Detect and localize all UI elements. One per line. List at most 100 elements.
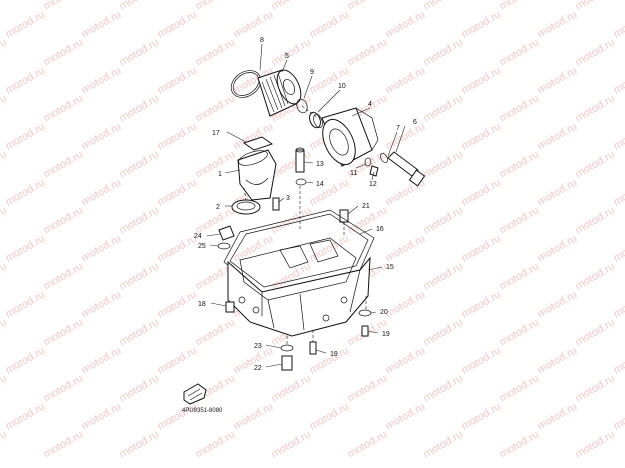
watermark-text: motod.ru (384, 64, 428, 96)
watermark-text: motod.ru (422, 204, 466, 236)
watermark-text: motod.ru (118, 260, 162, 292)
callout-9: 9 (310, 69, 314, 76)
watermark-text: motod.ru (4, 288, 48, 320)
watermark-text: motod.ru (536, 344, 580, 376)
callout-8: 8 (260, 37, 264, 44)
watermark-text: motod.ru (194, 316, 238, 348)
callout-2: 2 (216, 204, 220, 211)
o-ring-25 (217, 242, 231, 250)
watermark-text: motod.ru (308, 232, 352, 264)
watermark-text: motod.ru (612, 344, 625, 376)
callout-24: 24 (194, 233, 202, 240)
watermark-text: motod.ru (612, 288, 625, 320)
watermark-text: motod.ru (80, 8, 124, 40)
watermark-text: motod.ru (4, 120, 48, 152)
callout-14: 14 (316, 181, 324, 188)
watermark-text: motod.ru (80, 120, 124, 152)
watermark-text: motod.ru (4, 64, 48, 96)
callout-18: 18 (198, 301, 206, 308)
watermark-text: motod.ru (536, 8, 580, 40)
watermark-text: motod.ru (574, 316, 618, 348)
bolt-19a (361, 325, 369, 337)
watermark-text: motod.ru (574, 0, 618, 13)
watermark-text: motod.ru (536, 400, 580, 432)
spring-10b (313, 113, 323, 129)
watermark-text: motod.ru (612, 8, 625, 40)
watermark-text: motod.ru (0, 316, 9, 348)
watermark-text: motod.ru (42, 204, 86, 236)
watermark-text: motod.ru (0, 372, 9, 404)
watermark-text: motod.ru (460, 120, 504, 152)
leader-lines (206, 43, 406, 368)
watermark-text: motod.ru (42, 316, 86, 348)
watermark-text: motod.ru (574, 260, 618, 292)
watermark-text: motod.ru (156, 64, 200, 96)
oil-strainer-pipe (237, 149, 277, 201)
watermark-text: motod.ru (118, 372, 162, 404)
watermark-text: motod.ru (460, 8, 504, 40)
spring-10 (309, 111, 321, 129)
watermark-text: motod.ru (422, 428, 466, 460)
washer-20 (358, 309, 372, 317)
watermark-text: motod.ru (384, 400, 428, 432)
gasket-17 (242, 136, 274, 151)
watermark-text: motod.ru (498, 204, 542, 236)
watermark-text: motod.ru (574, 36, 618, 68)
watermark-text: motod.ru (422, 316, 466, 348)
callout-6: 6 (413, 119, 417, 126)
strainer-ring-2-inner (236, 201, 256, 211)
union-bolt (380, 151, 426, 187)
drain-bolt-22 (281, 355, 293, 371)
watermark-text: motod.ru (308, 176, 352, 208)
oil-pan (227, 237, 371, 337)
watermark-text: motod.ru (574, 204, 618, 236)
watermark-text: motod.ru (308, 64, 352, 96)
watermark-text: motod.ru (194, 92, 238, 124)
watermark-text: motod.ru (384, 8, 428, 40)
bolt-3 (272, 197, 280, 211)
watermark-text: motod.ru (232, 8, 276, 40)
callout-1: 1 (218, 171, 222, 178)
watermark-text: motod.ru (4, 8, 48, 40)
watermark-text: motod.ru (384, 288, 428, 320)
callout-5: 5 (285, 53, 289, 60)
watermark-text: motod.ru (498, 0, 542, 13)
watermark-text: motod.ru (156, 176, 200, 208)
watermark-text: motod.ru (574, 372, 618, 404)
watermark-text: motod.ru (422, 36, 466, 68)
o-ring-14 (295, 178, 307, 186)
watermark-text: motod.ru (346, 428, 390, 460)
watermark-text: motod.ru (422, 260, 466, 292)
watermark-text: motod.ru (612, 232, 625, 264)
watermark-text: motod.ru (460, 400, 504, 432)
dowel-21 (339, 209, 349, 223)
watermark-text: motod.ru (498, 428, 542, 460)
watermark-text: motod.ru (156, 400, 200, 432)
filter-cover (321, 107, 379, 167)
watermark-text: motod.ru (346, 0, 390, 13)
watermark-text: motod.ru (460, 344, 504, 376)
watermark-text: motod.ru (536, 120, 580, 152)
watermark-text: motod.ru (612, 64, 625, 96)
watermark-text: motod.ru (346, 372, 390, 404)
watermark-text: motod.ru (118, 0, 162, 13)
watermark-text: motod.ru (612, 176, 625, 208)
watermark-text: motod.ru (460, 176, 504, 208)
watermark-text: motod.ru (536, 232, 580, 264)
callout-19a: 19 (382, 331, 390, 338)
watermark-text: motod.ru (574, 92, 618, 124)
watermark-text: motod.ru (194, 0, 238, 13)
callout-13: 13 (316, 161, 324, 168)
callout-7: 7 (396, 125, 400, 132)
watermark-text: motod.ru (498, 372, 542, 404)
watermark-text: motod.ru (0, 36, 9, 68)
watermark-text: motod.ru (384, 120, 428, 152)
watermark-text: motod.ru (498, 92, 542, 124)
watermark-text: motod.ru (118, 92, 162, 124)
watermark-text: motod.ru (156, 288, 200, 320)
callout-19b: 19 (330, 351, 338, 358)
watermark-text: motod.ru (270, 36, 314, 68)
watermark-text: motod.ru (460, 64, 504, 96)
callout-25: 25 (198, 243, 206, 250)
bolt-18 (225, 301, 235, 313)
